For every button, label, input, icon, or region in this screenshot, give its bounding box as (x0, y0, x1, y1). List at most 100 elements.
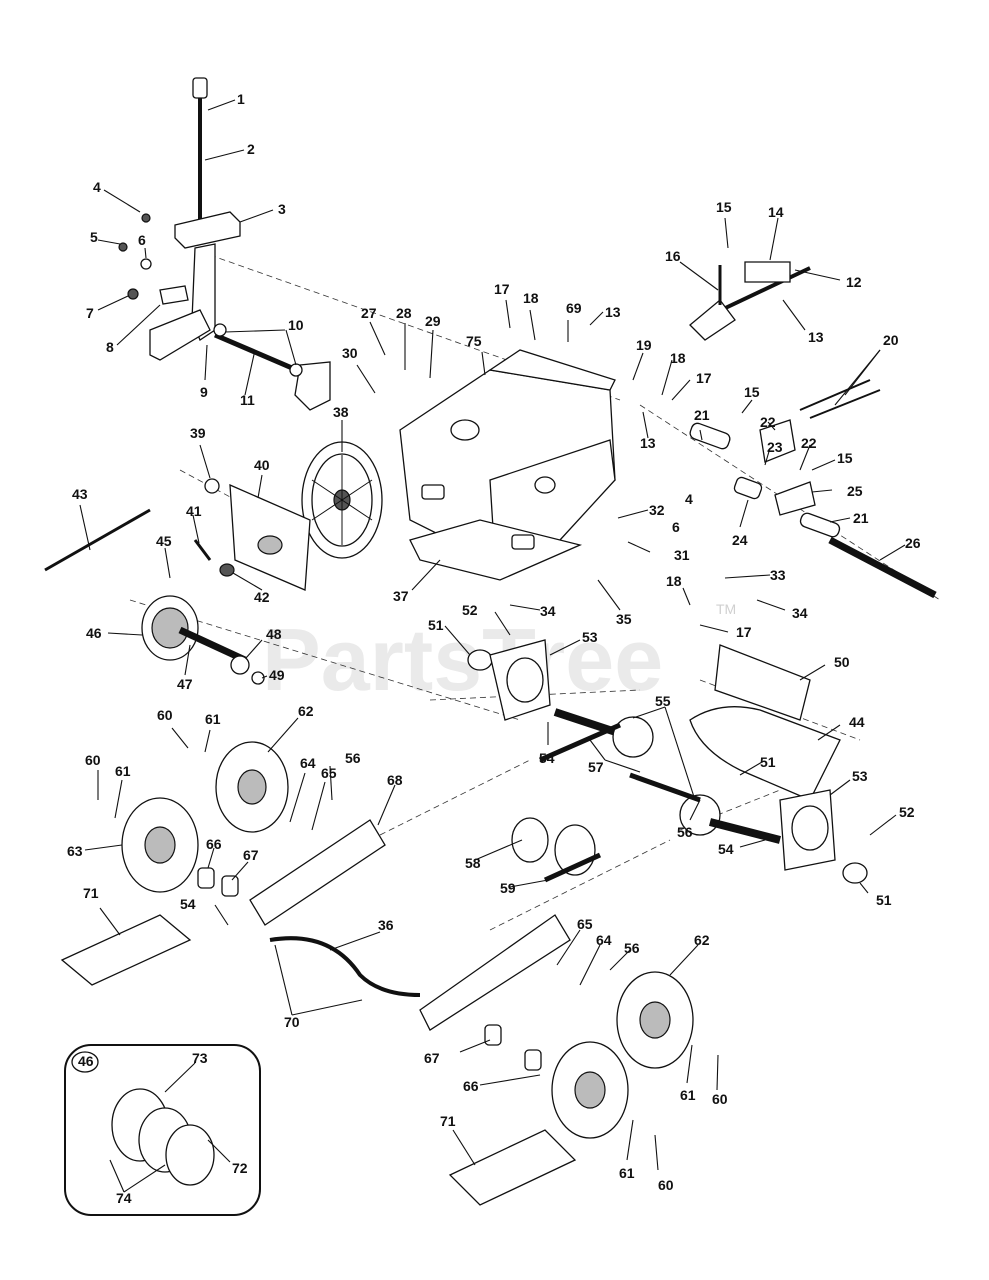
callout-label: 37 (393, 588, 409, 604)
housing-trough (689, 706, 841, 801)
drive-chain-short (543, 852, 602, 883)
wheel-ring (151, 607, 189, 649)
callout-label: 64 (300, 755, 316, 771)
callout-label: 35 (616, 611, 632, 627)
callout-label: 62 (694, 932, 710, 948)
callout-label: 7 (86, 305, 94, 321)
axle-bearing-right (779, 789, 868, 884)
callout-label: 52 (462, 602, 478, 618)
roller (799, 512, 841, 538)
callout-label: 18 (523, 290, 539, 306)
callout-label: 20 (883, 332, 899, 348)
watermark-text: PartsTree (262, 610, 663, 709)
hub (791, 805, 829, 851)
callout-label: 41 (186, 503, 202, 519)
callout-label: 15 (837, 450, 853, 466)
callout-label: 59 (500, 880, 516, 896)
axle-rod (269, 936, 421, 997)
bracket-block (744, 261, 791, 283)
callout-label: 42 (254, 589, 270, 605)
callout-label: 54 (180, 896, 196, 912)
track-wheel (616, 971, 694, 1069)
callout-label: 51 (760, 754, 776, 770)
callout-label: 58 (465, 855, 481, 871)
track-wheel (121, 797, 199, 893)
callout-label: 67 (243, 847, 259, 863)
callout-label: 55 (655, 693, 671, 709)
callout-label: 31 (674, 547, 690, 563)
lever-bracket (174, 211, 241, 249)
callout-label: 9 (200, 384, 208, 400)
callout-label: 56 (345, 750, 361, 766)
inset-detail (64, 1044, 261, 1216)
callout-label: 63 (67, 843, 83, 859)
callout-label: 6 (672, 519, 680, 535)
callout-label: 34 (792, 605, 808, 621)
callout-label: 44 (849, 714, 865, 730)
bracket-plate (689, 299, 736, 341)
roller (689, 422, 731, 450)
friction-wheel (141, 595, 265, 685)
plate-hole (257, 535, 283, 555)
callout-label: 3 (278, 201, 286, 217)
callout-label: 49 (269, 667, 285, 683)
callout-label: 36 (378, 917, 394, 933)
callout-label: 54 (539, 750, 555, 766)
callout-label: 43 (72, 486, 88, 502)
callout-label: 5 (90, 229, 98, 245)
nut (219, 563, 235, 577)
frame-housing (399, 349, 616, 581)
inset-frame (64, 1044, 261, 1216)
nut (127, 288, 139, 300)
callout-label: 24 (732, 532, 748, 548)
track-tread-right (448, 1129, 577, 1206)
axle-bearing-left (467, 639, 551, 721)
callout-label: 11 (240, 392, 255, 408)
callout-label: 30 (342, 345, 358, 361)
callout-label: 28 (396, 305, 412, 321)
bushing (289, 363, 303, 377)
callout-label: 46 (78, 1053, 94, 1069)
callout-label: 67 (424, 1050, 440, 1066)
callout-label: 25 (847, 483, 863, 499)
callout-label: 29 (425, 313, 441, 329)
callout-label: 10 (288, 317, 304, 333)
drive-chain (538, 722, 701, 803)
bolt (118, 242, 128, 252)
callout-label: 15 (744, 384, 760, 400)
spacer (221, 875, 239, 897)
watermark-trademark: TM (716, 601, 736, 617)
shift-plate (149, 309, 211, 361)
callout-label: 22 (760, 414, 776, 430)
spring (193, 539, 212, 561)
callout-label: 75 (466, 333, 482, 349)
callout-label: 51 (428, 617, 444, 633)
block (159, 285, 189, 305)
auger-housing (689, 644, 841, 801)
callout-label: 69 (566, 300, 582, 316)
lever-knob (192, 77, 208, 99)
callout-label: 17 (736, 624, 752, 640)
hex-nut (251, 671, 265, 685)
callout-label: 18 (666, 573, 682, 589)
callout-label: 53 (582, 629, 598, 645)
callout-label: 40 (254, 457, 270, 473)
callout-label: 66 (463, 1078, 479, 1094)
callout-label: 4 (685, 491, 693, 507)
shift-bracket-assembly (689, 261, 937, 599)
callout-label: 60 (712, 1091, 728, 1107)
track-wheel (551, 1041, 629, 1139)
shift-fork (294, 361, 331, 411)
callout-label: 22 (801, 435, 817, 451)
callout-label: 14 (768, 204, 784, 220)
callout-label: 21 (694, 407, 710, 423)
callout-label: 56 (677, 824, 693, 840)
callout-label: 60 (658, 1177, 674, 1193)
bearing (842, 862, 868, 884)
callout-label: 73 (192, 1050, 208, 1066)
frame-base-plate (409, 519, 583, 581)
callout-label: 38 (333, 404, 349, 420)
callout-label: 39 (190, 425, 206, 441)
spacer (524, 1049, 542, 1071)
callout-label: 47 (177, 676, 193, 692)
